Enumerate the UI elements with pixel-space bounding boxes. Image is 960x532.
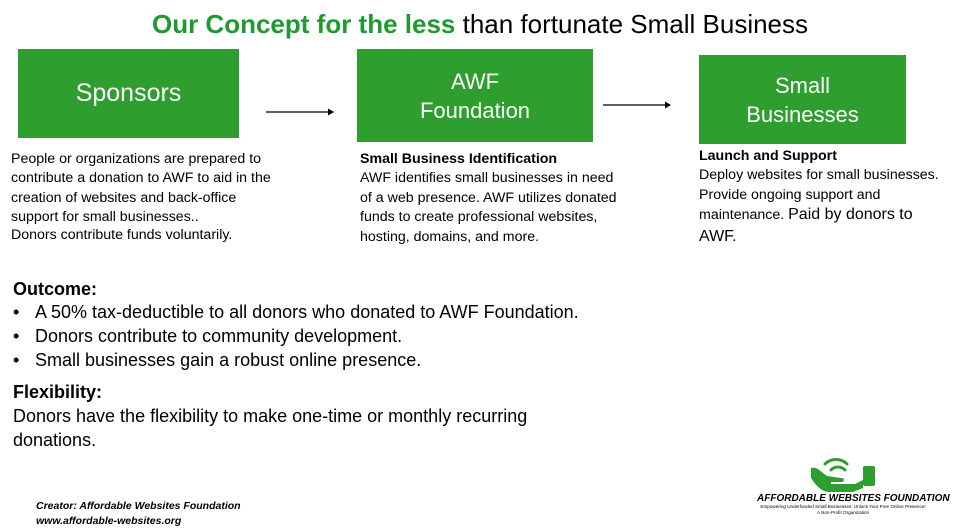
- desc-line: creation of websites and back-office: [11, 189, 237, 206]
- small-business-description-heading: Launch and Support: [699, 148, 837, 164]
- list-item-text: A 50% tax-deductible to all donors who d…: [35, 302, 579, 322]
- bullet: •: [13, 302, 20, 322]
- right-arrow-icon: [603, 101, 671, 109]
- small-box-line1: Small: [774, 72, 830, 98]
- page-title: Our Concept for the less than fortunate …: [0, 9, 960, 40]
- sponsors-box-label: Sponsors: [75, 79, 182, 107]
- flexibility-title: Flexibility:: [13, 382, 103, 402]
- small-business-description: Launch and Support Deploy websites for s…: [699, 147, 959, 248]
- outcome-list: • A 50% tax-deductible to all donors who …: [13, 300, 579, 372]
- desc-line: contribute a donation to AWF to aid in t…: [11, 170, 271, 187]
- flexibility-text: Donors have the flexibility to make one-…: [13, 406, 528, 450]
- list-item: • Donors contribute to community developm…: [13, 324, 579, 348]
- desc-line: of a web presence. AWF utilizes donated: [360, 189, 617, 206]
- website-link[interactable]: www.affordable-websites.org: [36, 515, 182, 527]
- awf-description: Small Business Identification AWF identi…: [360, 150, 680, 247]
- outcome-title: Outcome:: [13, 279, 98, 299]
- logo-name: AFFORDABLE WEBSITES FOUNDATION: [757, 493, 950, 504]
- desc-line-part: maintenance.: [699, 207, 789, 224]
- desc-line: support for small businesses..: [11, 209, 199, 226]
- title-rest: than fortunate Small Business: [455, 9, 809, 39]
- bullet: •: [13, 350, 20, 370]
- hand-holding-icon: [811, 458, 875, 492]
- list-item: • A 50% tax-deductible to all donors who …: [13, 300, 579, 324]
- sponsors-box: Sponsors: [18, 49, 239, 138]
- list-item-text: Small businesses gain a robust online pr…: [35, 350, 422, 370]
- awf-logo: AFFORDABLE WEBSITES FOUNDATION Empowerin…: [757, 456, 950, 516]
- awf-description-heading: Small Business Identification: [360, 151, 558, 167]
- sponsors-description: People or organizations are prepared to …: [11, 150, 331, 245]
- awf-box-line1: AWF: [450, 68, 500, 94]
- logo-subtitle: A Non-Profit Organization: [816, 510, 870, 515]
- desc-line: AWF identifies small businesses in need: [360, 170, 614, 187]
- creator-line: Creator: Affordable Websites Foundation: [36, 500, 241, 512]
- desc-line: People or organizations are prepared to: [11, 151, 262, 167]
- desc-line-part: Paid by donors to: [788, 206, 913, 224]
- desc-line: maintenance. Paid by donors to: [699, 205, 959, 225]
- small-box-line2: Businesses: [746, 101, 859, 127]
- desc-line: Deploy websites for small businesses.: [699, 167, 939, 184]
- desc-line: hosting, domains, and more.: [360, 228, 540, 245]
- awf-box-line2: Foundation: [419, 97, 531, 123]
- title-highlight: Our Concept for the less: [151, 9, 456, 39]
- right-arrow-icon: [266, 108, 334, 116]
- awf-foundation-box: AWF Foundation: [357, 49, 593, 142]
- list-item: • Small businesses gain a robust online p…: [13, 348, 579, 372]
- small-businesses-box: Small Businesses: [699, 55, 906, 144]
- desc-line: funds to create professional websites,: [360, 209, 598, 226]
- desc-line: Donors contribute funds voluntarily.: [11, 226, 233, 243]
- desc-line: AWF.: [699, 227, 737, 245]
- bullet: •: [13, 326, 20, 346]
- logo-tagline: Empowering Underfunded Small Businesses:…: [760, 504, 926, 509]
- creator-credit: Creator: Affordable Websites Foundation …: [36, 499, 241, 529]
- desc-line: Provide ongoing support and: [699, 186, 881, 203]
- list-item-text: Donors contribute to community developme…: [35, 326, 403, 346]
